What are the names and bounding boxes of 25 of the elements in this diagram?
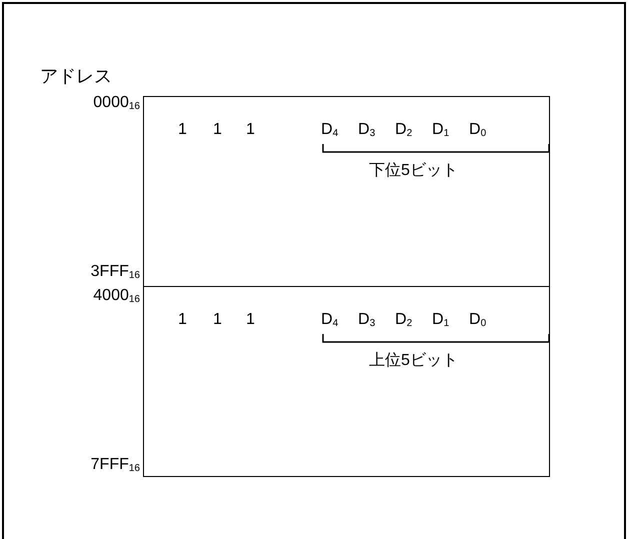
bit-label: 1 xyxy=(178,311,187,329)
bit-label: 1 xyxy=(213,311,222,329)
bit-group-label: 下位5ビット xyxy=(369,162,458,180)
address-label: 4000$_{16}$ xyxy=(93,287,140,307)
bit-label: D$_{3}$ xyxy=(358,311,376,331)
bit-label: D$_{1}$ xyxy=(432,311,450,331)
bit-group-label: 上位5ビット xyxy=(369,352,458,370)
memory-region-box xyxy=(143,286,550,477)
bit-label: D$_{2}$ xyxy=(395,311,412,331)
bit-label: D$_{0}$ xyxy=(469,121,486,141)
bit-label: D$_{4}$ xyxy=(321,311,338,331)
address-label: 3FFF$_{16}$ xyxy=(90,263,140,283)
memory-region-box xyxy=(143,96,550,287)
bit-label: D$_{0}$ xyxy=(469,311,486,331)
axis-title: アドレス xyxy=(40,66,112,86)
bit-label: 1 xyxy=(178,121,187,139)
bit-label: 1 xyxy=(246,121,255,139)
bit-label: D$_{2}$ xyxy=(395,121,412,141)
address-label: 7FFF$_{16}$ xyxy=(90,456,140,476)
bit-label: D$_{3}$ xyxy=(358,121,376,141)
bit-label: 1 xyxy=(246,311,255,329)
bit-label: D$_{1}$ xyxy=(432,121,450,141)
bit-label: D$_{4}$ xyxy=(321,121,338,141)
address-label: 0000$_{16}$ xyxy=(93,94,140,114)
bit-label: 1 xyxy=(213,121,222,139)
